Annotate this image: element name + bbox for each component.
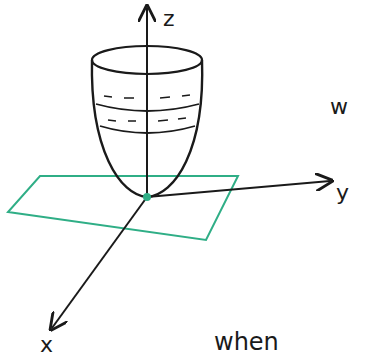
z-axis [146, 8, 148, 197]
axis-label: y [336, 182, 349, 204]
level-curve [100, 126, 195, 133]
origin-point [143, 193, 151, 201]
axis-label: x [40, 334, 53, 356]
note-text: w [330, 96, 348, 118]
level-curve [96, 104, 199, 111]
axis-label: z [163, 8, 175, 30]
hidden-dashes [104, 95, 190, 98]
x-axis [52, 197, 147, 328]
bowl-rim [92, 46, 202, 74]
y-axis [147, 181, 330, 197]
paraboloid-outline [92, 60, 202, 197]
hidden-dashes [108, 118, 186, 121]
note-text: when [214, 330, 279, 354]
